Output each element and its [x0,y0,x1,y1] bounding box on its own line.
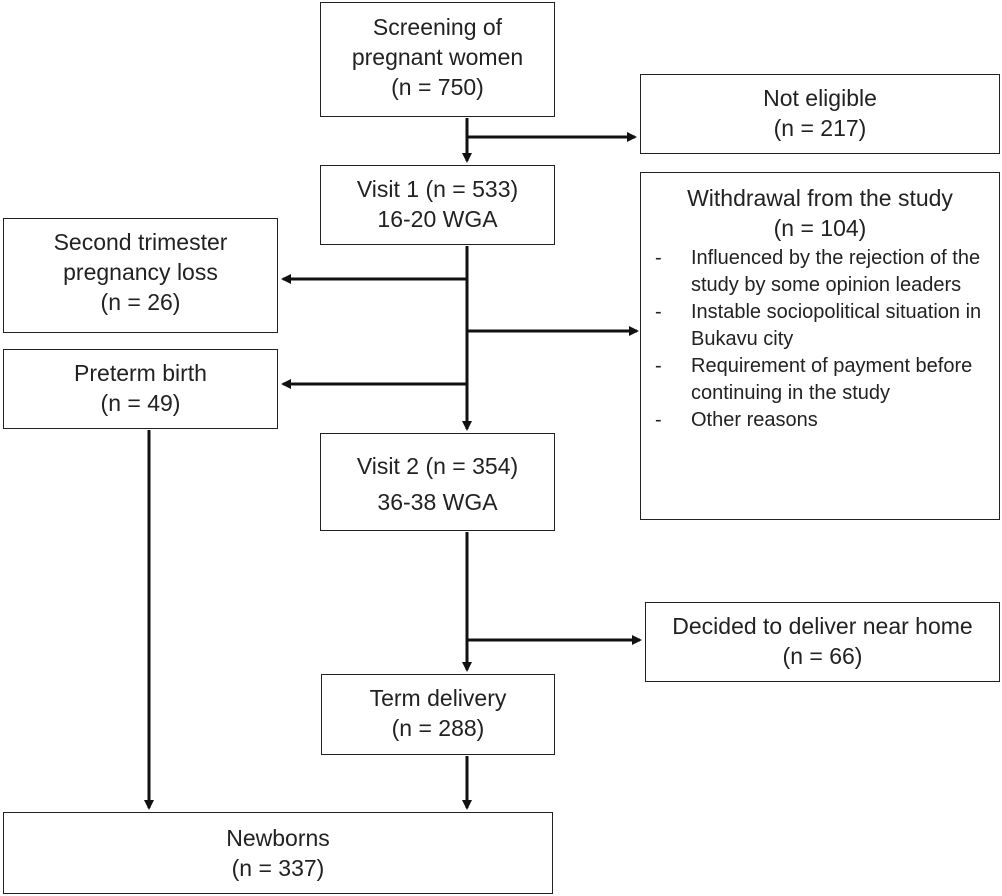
not-eligible-line2: (n = 217) [773,115,867,141]
deliver-home-box: Decided to deliver near home (n = 66) [645,602,1000,682]
list-dash: - [655,355,662,377]
list-dash: - [655,247,662,269]
screening-line2: pregnant women [351,44,524,70]
withdrawal-title: Withdrawal from the study [687,185,953,211]
not-eligible-box: Not eligible (n = 217) [640,74,1000,154]
screening-line1: Screening of [372,14,503,40]
withdrawal-reason: - Influenced by the rejection of the stud… [641,245,999,299]
withdrawal-reason-text: Requirement of payment before continuing… [691,355,973,404]
withdrawal-reason-text: Instable sociopolitical situation in Buk… [691,301,982,350]
visit2-line1: Visit 2 (n = 354) [356,453,519,479]
list-dash: - [655,409,662,431]
deliver-home-line1: Decided to deliver near home [672,613,973,639]
preterm-line2: (n = 49) [100,390,181,416]
not-eligible-line1: Not eligible [763,85,877,111]
withdrawal-reasons-list: - Influenced by the rejection of the stud… [641,245,999,434]
visit1-line1: Visit 1 (n = 533) [356,176,519,202]
withdrawal-reason: - Requirement of payment before continuin… [641,353,999,407]
second-trimester-line1: Second trimester [53,229,228,255]
preterm-box: Preterm birth (n = 49) [3,349,278,429]
screening-box: Screening of pregnant women (n = 750) [320,2,555,117]
list-dash: - [655,301,662,323]
withdrawal-reason: - Other reasons [641,407,999,434]
withdrawal-count: (n = 104) [773,215,867,241]
visit1-box: Visit 1 (n = 533) 16-20 WGA [320,165,555,245]
term-delivery-line2: (n = 288) [391,715,485,741]
preterm-line1: Preterm birth [74,360,207,386]
second-trimester-box: Second trimester pregnancy loss (n = 26) [3,218,278,333]
newborns-line1: Newborns [226,825,330,851]
newborns-box: Newborns (n = 337) [3,812,553,894]
withdrawal-reason-text: Other reasons [691,409,818,431]
withdrawal-reason: - Instable sociopolitical situation in Bu… [641,299,999,353]
deliver-home-line2: (n = 66) [782,643,863,669]
newborns-line2: (n = 337) [231,855,325,881]
withdrawal-box: Withdrawal from the study (n = 104) - Inf… [640,172,1000,520]
second-trimester-line3: (n = 26) [100,289,181,315]
visit2-box: Visit 2 (n = 354) 36-38 WGA [320,433,555,531]
visit1-line2: 16-20 WGA [377,206,498,232]
withdrawal-reason-text: Influenced by the rejection of the study… [691,247,981,296]
screening-line3: (n = 750) [391,74,484,100]
term-delivery-line1: Term delivery [369,685,507,711]
second-trimester-line2: pregnancy loss [63,259,218,285]
visit2-line2: 36-38 WGA [377,489,498,515]
term-delivery-box: Term delivery (n = 288) [321,674,555,755]
